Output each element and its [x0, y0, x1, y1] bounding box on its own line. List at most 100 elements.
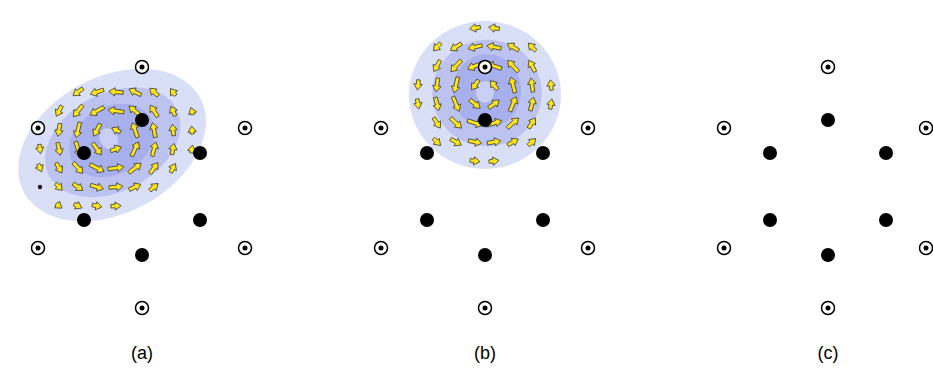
current-arrow	[528, 97, 536, 111]
current-arrow	[450, 137, 462, 145]
current-arrow	[491, 81, 499, 91]
current-arrow	[449, 117, 461, 129]
filled-atom	[420, 146, 434, 160]
current-arrow	[169, 143, 177, 155]
current-arrow	[189, 108, 197, 116]
current-arrow	[547, 99, 555, 110]
filled-atom	[763, 213, 777, 227]
current-arrow	[90, 183, 103, 191]
current-arrow	[470, 157, 480, 165]
circled-atom	[239, 122, 252, 135]
current-arrow	[150, 105, 159, 118]
current-arrow	[128, 183, 140, 191]
current-arrow	[108, 164, 124, 172]
current-arrow	[91, 142, 101, 155]
circled-atom	[375, 242, 388, 255]
circled-atom-center	[140, 65, 145, 70]
circled-atom-center	[826, 65, 831, 70]
current-arrow	[150, 123, 158, 138]
circled-atom	[32, 122, 45, 135]
density-middle	[432, 40, 541, 147]
current-arrow	[487, 138, 501, 146]
filled-atom	[193, 146, 207, 160]
current-arrow	[111, 202, 121, 210]
current-arrow	[451, 96, 460, 112]
current-arrow	[433, 97, 441, 111]
circled-atom-center	[586, 246, 591, 251]
circled-atom-center	[243, 246, 248, 251]
current-arrow	[433, 78, 441, 92]
current-arrow	[432, 137, 440, 145]
circled-atom	[920, 122, 933, 135]
current-arrow	[73, 202, 82, 210]
current-arrow	[414, 99, 422, 109]
current-arrow	[129, 88, 142, 97]
filled-atom	[879, 146, 893, 160]
current-arrow	[36, 144, 44, 154]
current-arrow	[109, 183, 123, 191]
current-arrow	[528, 43, 537, 52]
current-arrow	[507, 43, 519, 52]
current-arrow	[188, 126, 196, 134]
current-arrow	[470, 24, 481, 32]
current-arrow	[547, 80, 555, 91]
current-arrow	[508, 97, 517, 113]
circled-atom	[479, 61, 492, 74]
current-arrow	[451, 42, 463, 51]
current-arrow	[432, 117, 441, 128]
density-cloud	[409, 21, 561, 169]
current-arrow	[149, 184, 158, 192]
current-arrow	[55, 162, 63, 173]
circled-atom-center	[483, 65, 488, 70]
current-arrow	[109, 88, 124, 96]
current-arrow	[72, 161, 83, 173]
circled-atom-center	[722, 126, 727, 131]
circled-atom	[32, 242, 45, 255]
filled-atom	[135, 113, 149, 127]
filled-atom	[763, 146, 777, 160]
current-arrow	[90, 88, 104, 96]
current-arrow	[89, 163, 104, 173]
circled-atom-center	[483, 306, 488, 311]
current-arrow	[507, 138, 519, 146]
circled-atom	[718, 122, 731, 135]
circled-atom	[136, 302, 149, 315]
current-arrow	[528, 78, 536, 92]
current-arrow	[73, 87, 84, 96]
panel-label: (b)	[474, 343, 496, 364]
current-arrow	[93, 123, 102, 136]
circled-atom-center	[36, 246, 41, 251]
current-arrow	[128, 163, 142, 174]
current-arrow	[451, 77, 459, 93]
grid-dot	[38, 185, 42, 189]
filled-atom	[478, 113, 492, 127]
current-arrow	[110, 145, 121, 153]
current-arrow	[488, 100, 500, 109]
circled-atom-center	[586, 126, 591, 131]
current-arrow	[92, 202, 102, 210]
filled-atom	[193, 213, 207, 227]
filled-atom	[879, 213, 893, 227]
current-arrow	[487, 43, 502, 51]
current-arrow	[150, 88, 160, 97]
circled-atom-center	[243, 126, 248, 131]
current-arrow	[469, 98, 481, 108]
circled-atom	[920, 242, 933, 255]
circled-atom	[582, 122, 595, 135]
filled-atom	[821, 113, 835, 127]
current-arrow	[468, 138, 482, 146]
circled-atom-center	[826, 306, 831, 311]
circled-atom	[375, 122, 388, 135]
filled-atom	[536, 213, 550, 227]
density-inner	[56, 89, 167, 191]
circled-atom-center	[924, 246, 929, 251]
current-arrow	[170, 89, 177, 97]
current-arrow	[55, 182, 63, 190]
density-outer	[409, 21, 561, 169]
density-outer	[0, 38, 232, 252]
filled-atom	[536, 146, 550, 160]
current-arrow	[112, 127, 121, 135]
circled-atom	[822, 302, 835, 315]
filled-atom	[420, 213, 434, 227]
current-arrow	[55, 105, 63, 116]
